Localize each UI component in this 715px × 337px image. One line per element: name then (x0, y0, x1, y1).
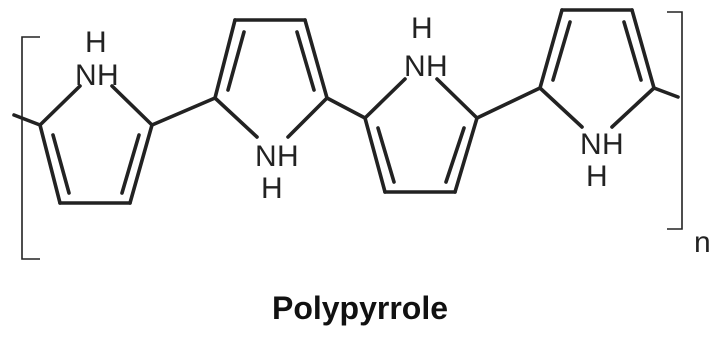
bond-right-end (652, 86, 680, 99)
diagram-caption: Polypyrrole (272, 290, 448, 326)
ring-3-n-label: N (404, 50, 426, 83)
bond-ring2-ring3 (325, 96, 367, 120)
svg-text:H: H (277, 140, 299, 173)
svg-text:H: H (426, 50, 448, 83)
left-bracket (21, 36, 40, 260)
ring-1-n-label: N (75, 59, 97, 92)
svg-text:H: H (602, 128, 624, 161)
bond-ring3-ring4 (475, 86, 542, 120)
pyrrole-ring-3: H N H (363, 12, 479, 194)
ring-2-n-label: N (255, 140, 277, 173)
ring-3-h-label: H (411, 12, 433, 45)
pyrrole-ring-2: N H H (213, 18, 329, 205)
right-bracket (667, 11, 683, 230)
bond-left-end (12, 113, 42, 127)
ring-1-h-label: H (85, 26, 107, 59)
svg-text:H: H (97, 59, 119, 92)
bond-ring1-ring2 (150, 96, 217, 127)
ring-4-n-label: N (580, 128, 602, 161)
pyrrole-ring-1: H N H (38, 26, 154, 205)
ring-4-h-label: H (586, 160, 608, 193)
pyrrole-ring-4: N H H (538, 8, 656, 193)
ring-2-h-label: H (261, 172, 283, 205)
repeat-subscript-n: n (694, 226, 711, 259)
